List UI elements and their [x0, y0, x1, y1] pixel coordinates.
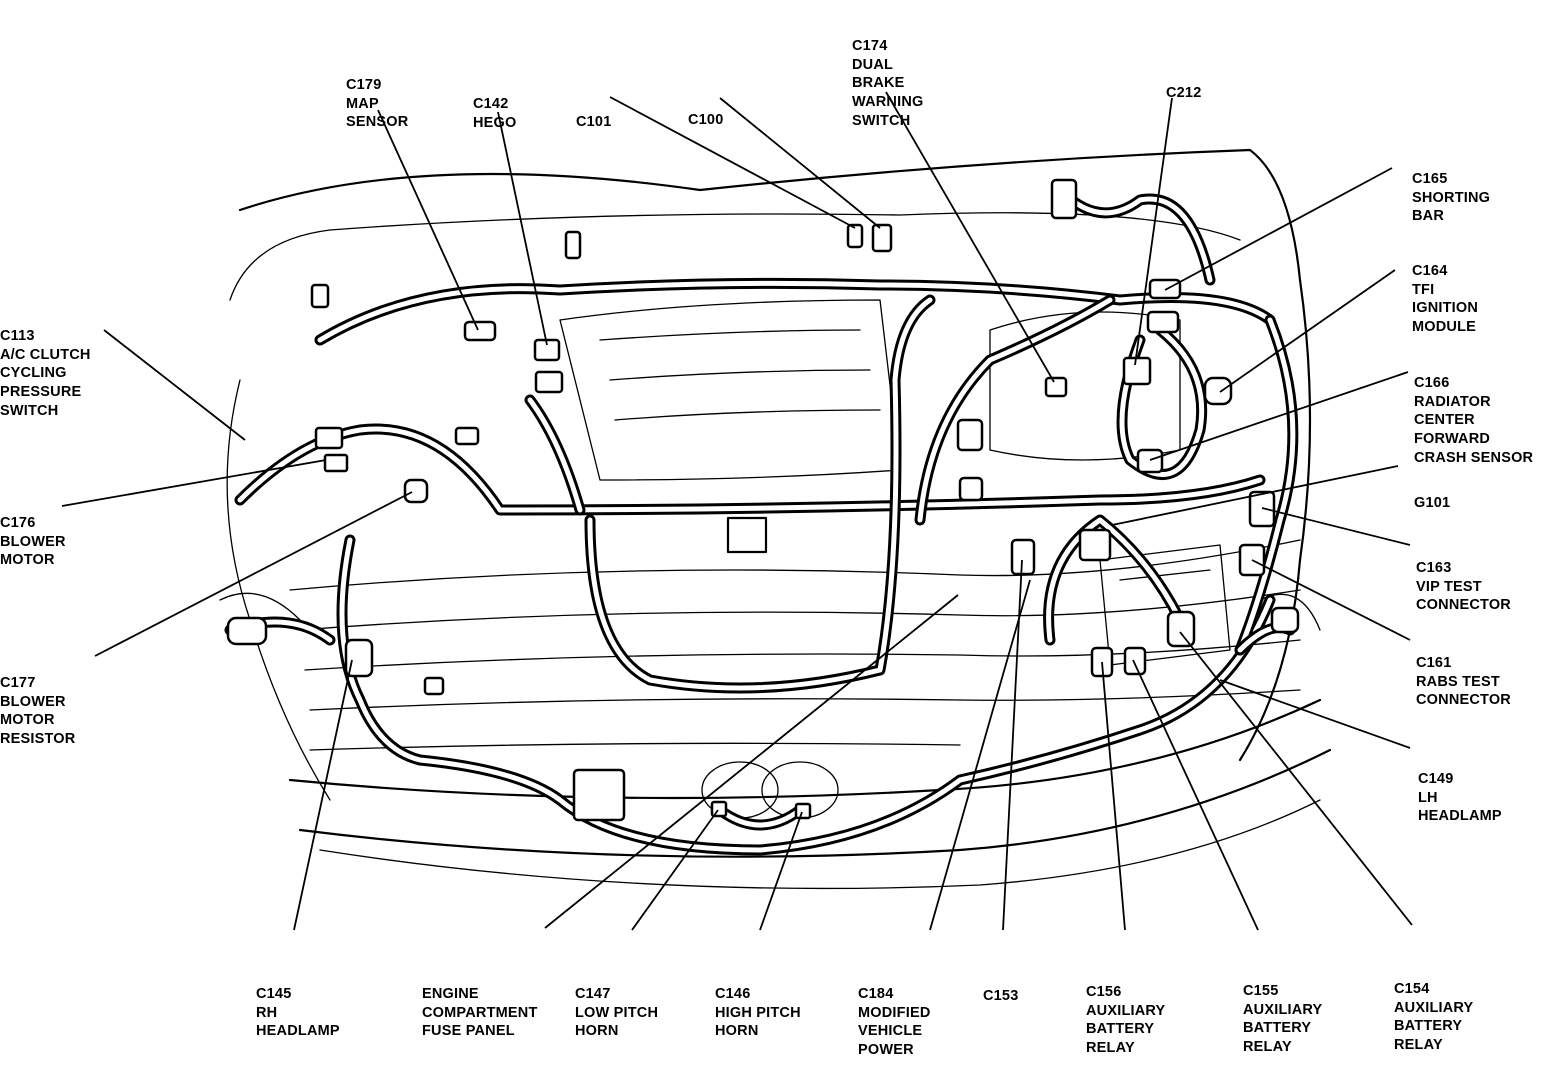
vehicle-body-outline [219, 148, 1332, 890]
connector-c149 [1270, 606, 1300, 634]
connector-fuse-panel [572, 768, 626, 822]
connector-c177 [403, 478, 429, 504]
label-c100: C100 [688, 112, 724, 129]
connector-c155 [1123, 646, 1147, 676]
leader-lines [61, 91, 1413, 931]
label-c101: C101 [576, 114, 612, 131]
connector-c212 [1122, 356, 1152, 386]
label-g101: G101 [1414, 495, 1451, 512]
connector-c184 [1078, 528, 1112, 562]
connector-c146 [794, 802, 812, 820]
connector-c154 [1166, 610, 1196, 648]
label-c212: C212 [1166, 85, 1202, 102]
connector-c163 [1248, 490, 1276, 528]
connector-c153 [1010, 538, 1036, 576]
connector-c166 [1136, 448, 1164, 474]
connector-c101 [846, 223, 864, 249]
connector-c113 [310, 283, 330, 309]
label-c153: C153 [983, 988, 1019, 1005]
connector-c145 [344, 638, 374, 678]
connector-c174 [1044, 376, 1068, 398]
connector-c179 [463, 320, 497, 342]
connector-c176 [314, 426, 344, 450]
connector-c142 [533, 338, 561, 362]
connectors [226, 178, 1300, 822]
connector-c100 [871, 223, 893, 253]
engine-compartment-wiring-diagram [61, 91, 1413, 931]
connector-c164 [1203, 376, 1233, 406]
